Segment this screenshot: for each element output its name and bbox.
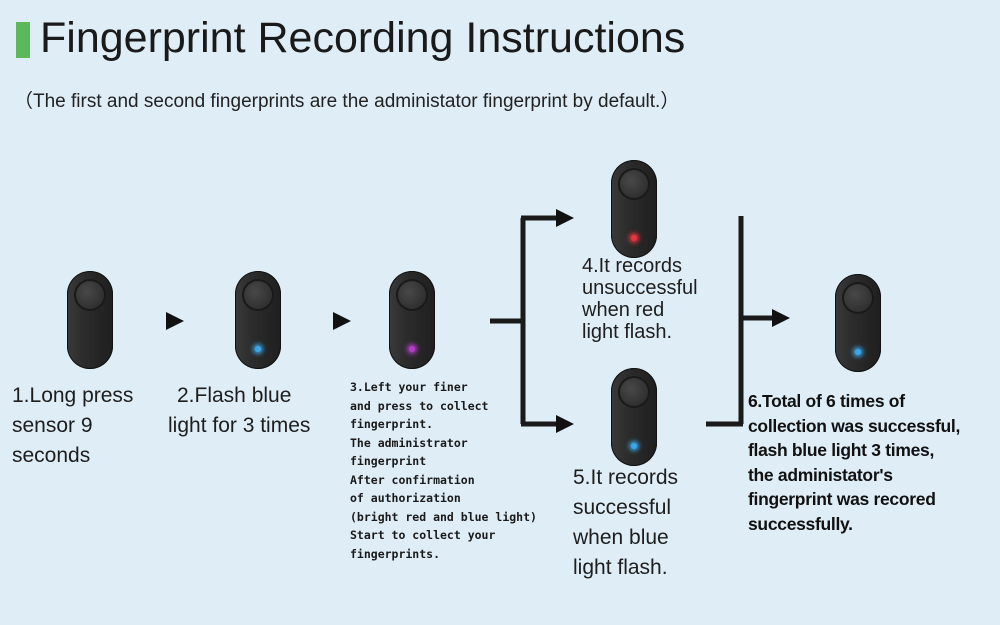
step-6-line: 6.Total of 6 times of [748,391,905,411]
step-5-text: 5.It records successful when blue light … [573,463,678,583]
step-3-line: The administrator [350,435,468,450]
step-3-text: 3.Left your finer and press to collect f… [350,378,537,563]
step-3-line: Start to collect your [350,528,496,542]
step-4-line: 4.It records [582,255,683,277]
step-3-line: fingerprint. [350,417,434,431]
branch-connector [490,215,558,427]
merge-connector [706,216,774,427]
fingerprint-sensor-icon [618,376,650,408]
fingerprint-lock-device-step-2 [235,271,281,369]
fingerprint-lock-device-step-3 [389,271,435,369]
blue-led-icon [255,346,261,352]
arrow-1-icon [166,312,184,330]
fingerprint-sensor-icon [242,279,274,311]
step-1-line: seconds [12,444,91,467]
purple-led-icon [409,346,415,352]
page-title: Fingerprint Recording Instructions [40,14,686,62]
step-4-text: 4.It records unsuccessful when red light… [582,255,698,343]
step-3-line: (bright red and blue light) [350,509,537,524]
fingerprint-sensor-icon [618,168,650,200]
step-5-line: when blue [573,526,669,549]
arrow-merge-icon [772,309,790,327]
step-6-line: fingerprint was recored [748,489,936,509]
step-3-line: fingerprint [350,454,427,468]
step-6-line: the administator's [748,464,893,485]
step-4-line: unsuccessful [582,277,698,299]
step-2-line: 2.Flash blue [177,384,292,407]
fingerprint-sensor-icon [74,279,106,311]
fingerprint-lock-device-step-5 [611,368,657,466]
red-led-icon [631,235,637,241]
step-4-line: light flash. [582,321,673,343]
blue-led-icon [855,349,861,355]
step-3-line: After confirmation [350,472,475,487]
fingerprint-lock-device-step-4 [611,160,657,258]
step-4-line: when red [582,299,665,321]
fingerprint-sensor-icon [396,279,428,311]
step-5-line: light flash. [573,556,668,579]
page-subtitle: （The first and second fingerprints are t… [14,91,680,112]
arrow-branch-bottom-icon [556,415,574,433]
step-3-line: and press to collect [350,398,489,413]
fingerprint-lock-device-step-1 [67,271,113,369]
step-3-line: of authorization [350,491,461,505]
step-6-line: collection was successful, [748,415,961,436]
arrow-branch-top-icon [556,209,574,227]
step-1-text: 1.Long press sensor 9 seconds [12,381,133,471]
step-2-text: 2.Flash blue light for 3 times [168,381,310,441]
step-3-line: fingerprints. [350,546,441,561]
step-5-line: 5.It records [573,466,679,489]
step-6-text: 6.Total of 6 times of collection was suc… [748,389,960,536]
arrow-2-icon [333,312,351,330]
step-6-line: successfully. [748,513,853,534]
step-1-line: 1.Long press [12,384,134,407]
step-6-line: flash blue light 3 times, [748,440,935,460]
title-accent-bar [16,22,30,58]
fingerprint-sensor-icon [842,282,874,314]
step-3-line: 3.Left your finer [350,380,468,394]
step-5-line: successful [573,496,672,519]
fingerprint-lock-device-step-6 [835,274,881,372]
blue-led-icon [631,443,637,449]
step-1-line: sensor 9 [12,414,93,437]
step-2-line: light for 3 times [168,414,311,437]
